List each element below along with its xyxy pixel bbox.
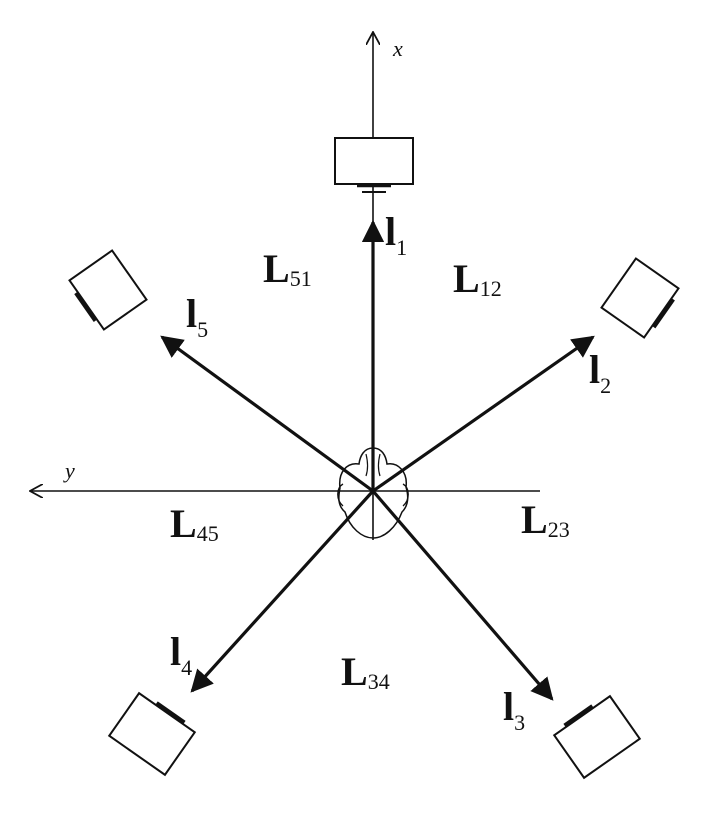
label-L51: L51: [263, 246, 312, 291]
x-axis-label: x: [392, 36, 403, 61]
label-L12: L12: [453, 256, 502, 301]
y-axis-label: y: [63, 458, 75, 483]
label-l3: l3: [503, 684, 525, 735]
label-l5: l5: [186, 291, 208, 342]
label-L45: L45: [170, 501, 219, 546]
front-speaker: [334, 137, 414, 193]
label-l4: l4: [170, 629, 192, 680]
label-l2: l2: [589, 347, 611, 398]
label-L23: L23: [521, 497, 570, 542]
front-right-speaker: [600, 257, 680, 339]
label-l1: l1: [385, 209, 407, 260]
vector-l4: [190, 489, 375, 693]
rear-left-speaker: [107, 691, 197, 777]
vector-l5: [160, 335, 374, 493]
rear-right-speaker: [552, 694, 642, 780]
label-L34: L34: [341, 649, 390, 694]
front-left-speaker: [68, 249, 148, 331]
vector-l2: [372, 335, 595, 493]
listener-head-icon: [337, 447, 409, 539]
vector-l3: [371, 489, 554, 701]
